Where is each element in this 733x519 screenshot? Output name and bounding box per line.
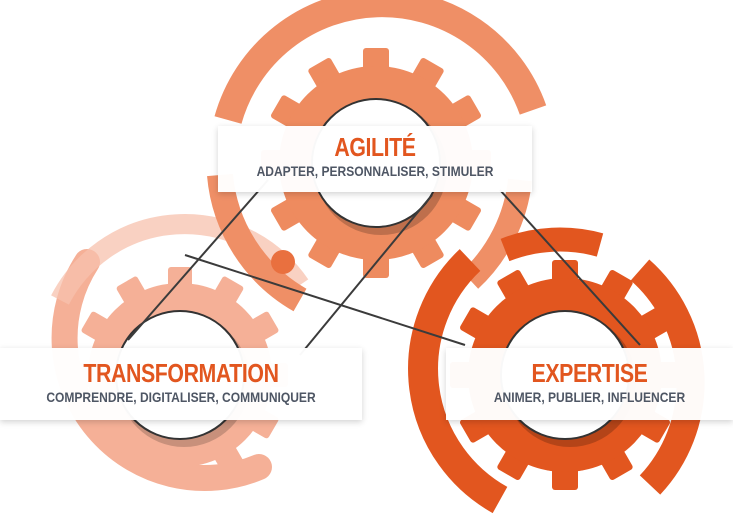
agilite-label: AGILITÉ ADAPTER, PERSONNALISER, STIMULER xyxy=(218,126,532,192)
agilite-outer-ring-right xyxy=(461,178,532,289)
connector-lines xyxy=(127,179,641,356)
expertise-tooth xyxy=(552,466,578,490)
expertise-tooth xyxy=(552,260,578,284)
transformation-outer-ring-upper xyxy=(51,214,309,305)
agilite-outer-ring-lower xyxy=(207,173,307,312)
expertise-title: EXPERTISE xyxy=(531,358,648,388)
agilite-subtitle: ADAPTER, PERSONNALISER, STIMULER xyxy=(256,163,494,179)
expertise-subtitle: ANIMER, PUBLIER, INFLUENCER xyxy=(493,389,686,405)
expertise-label: EXPERTISE ANIMER, PUBLIER, INFLUENCER xyxy=(446,348,733,420)
transformation-subtitle: COMPRENDRE, DIGITALISER, COMMUNIQUER xyxy=(46,389,316,405)
agilite-dot xyxy=(271,250,295,274)
agilite-outer-ring xyxy=(214,0,547,124)
agilite-tooth xyxy=(363,48,389,72)
expertise-outer-ring-top xyxy=(500,227,604,262)
connector-line-2 xyxy=(299,194,433,356)
connector-line-3 xyxy=(184,254,466,346)
transformation-title: TRANSFORMATION xyxy=(83,358,279,388)
agilite-title: AGILITÉ xyxy=(334,132,416,162)
connector-line-4 xyxy=(499,189,641,346)
transformation-label: TRANSFORMATION COMPRENDRE, DIGITALISER, … xyxy=(0,348,362,420)
expertise-outer-ring-left xyxy=(408,249,508,514)
